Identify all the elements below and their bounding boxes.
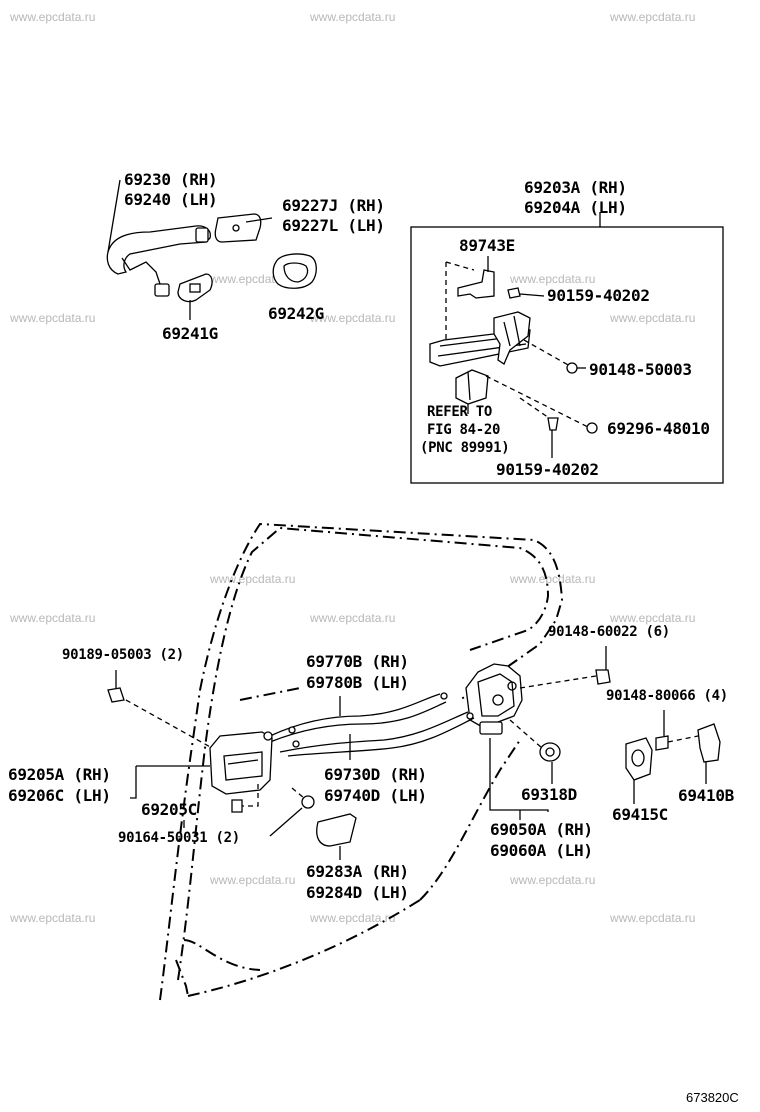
label-bezel-69284d-lh: 69284D (LH) (306, 883, 409, 902)
label-lever-89743e: 89743E (459, 236, 515, 255)
label-pad-69242g: 69242G (268, 304, 324, 323)
watermark: www.epcdata.ru (210, 873, 296, 887)
label-bolt-90189: 90189-05003 (2) (62, 647, 184, 663)
label-bolt-90159-top: 90159-40202 (547, 286, 650, 305)
label-inner-handle-rh: 69205A (RH) (8, 765, 111, 784)
label-screw-90164: 90164-50031 (2) (118, 830, 240, 846)
label-refer-to: REFER TO (427, 404, 493, 420)
label-outer-handle-rh: 69230 (RH) (124, 170, 218, 189)
label-outer-handle-lh: 69240 (LH) (124, 190, 218, 209)
label-cable-69770b-rh: 69770B (RH) (306, 652, 409, 671)
label-handle-cover-lh: 69227L (LH) (282, 216, 385, 235)
bezel-69283a-drawing (316, 813, 357, 860)
watermark: www.epcdata.ru (210, 572, 296, 586)
watermark: www.epcdata.ru (310, 611, 396, 625)
label-lock-assy-rh: 69050A (RH) (490, 820, 593, 839)
label-cover-69318d: 69318D (521, 785, 577, 804)
label-bolt-90159-bottom: 90159-40202 (496, 460, 599, 479)
label-shim-69415c: 69415C (612, 805, 668, 824)
label-lock-assy-lh: 69060A (LH) (490, 841, 593, 860)
label-refer-pnc: (PNC 89991) (420, 440, 510, 456)
watermark: www.epcdata.ru (610, 911, 696, 925)
door-outline-drawing (159, 522, 564, 1001)
pad-69242g-drawing (272, 253, 317, 289)
label-bolt-90148-50003: 90148-50003 (589, 360, 692, 379)
watermark: www.epcdata.ru (10, 311, 96, 325)
label-inner-handle-lh: 69206C (LH) (8, 786, 111, 805)
label-bezel-69283a-rh: 69283A (RH) (306, 862, 409, 881)
watermark: www.epcdata.ru (610, 311, 696, 325)
pad-69241g-drawing (177, 273, 213, 320)
cover-69318d-drawing (509, 719, 561, 784)
label-cable-69730d-rh: 69730D (RH) (324, 765, 427, 784)
bolt-90189-drawing (107, 670, 125, 703)
inner-handle-drawing (125, 699, 273, 813)
label-cable-69780b-lh: 69780B (LH) (306, 673, 409, 692)
label-frame-assy-lh: 69204A (LH) (524, 198, 627, 217)
watermark: www.epcdata.ru (10, 10, 96, 24)
outer-handle-drawing (106, 225, 211, 297)
frame-assy-drawing (429, 256, 598, 458)
watermark: www.epcdata.ru (310, 311, 396, 325)
label-refer-fig: FIG 84-20 (427, 422, 501, 438)
watermark: www.epcdata.ru (610, 10, 696, 24)
cables-drawing (269, 692, 475, 760)
label-cap-69205c: 69205C (141, 800, 197, 819)
door-lock-drawing (465, 646, 611, 820)
watermark: www.epcdata.ru (510, 272, 596, 286)
watermark: www.epcdata.ru (310, 10, 396, 24)
label-screw-90148-60022: 90148-60022 (6) (548, 624, 670, 640)
label-frame-assy-rh: 69203A (RH) (524, 178, 627, 197)
screw-90164-drawing (269, 787, 315, 837)
label-striker-69410b: 69410B (678, 786, 734, 805)
handle-cover-drawing (214, 213, 273, 243)
watermark: www.epcdata.ru (310, 911, 396, 925)
leader-lines (107, 179, 210, 828)
frame-assy-box (410, 212, 724, 484)
label-screw-90148-80066: 90148-80066 (4) (606, 688, 728, 704)
label-cable-69740d-lh: 69740D (LH) (324, 786, 427, 805)
watermark: www.epcdata.ru (510, 572, 596, 586)
watermark: www.epcdata.ru (10, 611, 96, 625)
label-clip-69296: 69296-48010 (607, 419, 710, 438)
label-pad-69241g: 69241G (162, 324, 218, 343)
figure-code: 673820C (686, 1090, 739, 1105)
watermark: www.epcdata.ru (610, 611, 696, 625)
watermark: www.epcdata.ru (510, 873, 596, 887)
striker-drawing (625, 710, 721, 804)
label-handle-cover-rh: 69227J (RH) (282, 196, 385, 215)
watermark: www.epcdata.ru (10, 911, 96, 925)
